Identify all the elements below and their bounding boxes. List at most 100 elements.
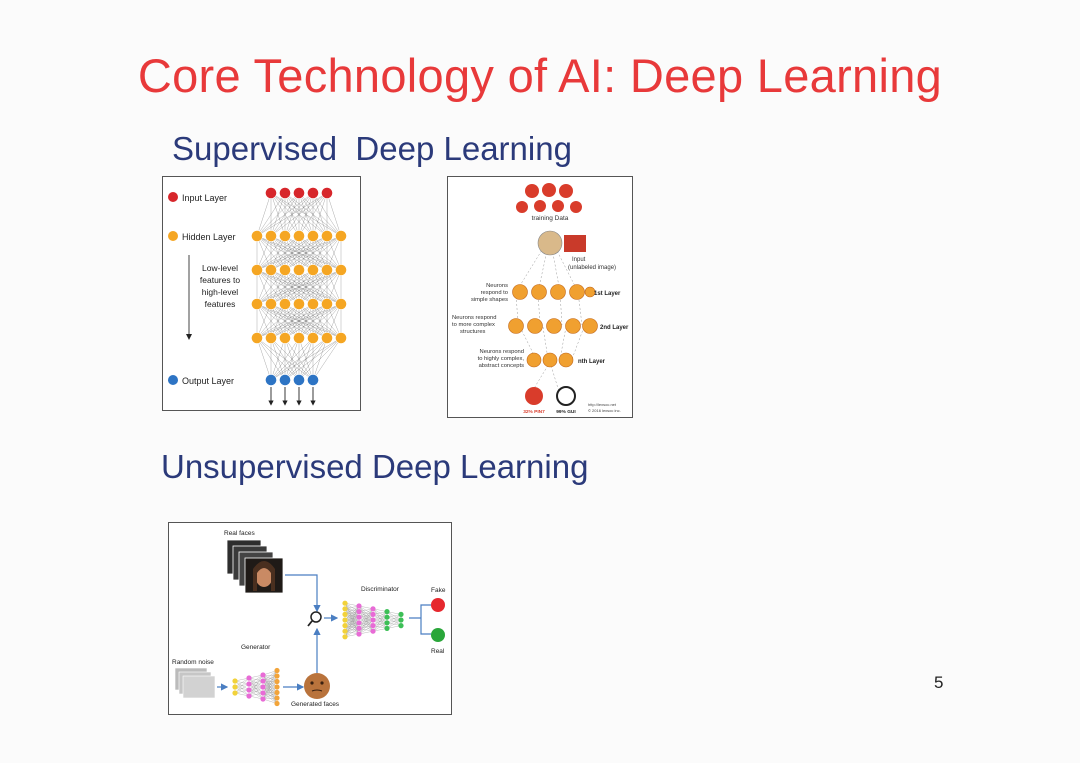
discnet-node (384, 620, 390, 626)
training-icon-7 (570, 201, 582, 213)
network-edge (256, 235, 272, 271)
discnet-edge (358, 614, 374, 635)
slide-title: Core Technology of AI: Deep Learning (137, 49, 943, 102)
network-node (335, 298, 347, 310)
network-diagram-svg: Input Layer Hidden Layer Low-level featu… (168, 187, 347, 406)
network-node (293, 264, 305, 276)
discnet-edge (344, 605, 360, 632)
result-icon-2 (556, 386, 576, 406)
network-node (251, 332, 263, 344)
discnet-edge (358, 608, 374, 623)
gennet-node (260, 678, 266, 684)
network-diagram: Input Layer Hidden Layer Low-level featu… (162, 176, 361, 411)
magnifier-icon (310, 611, 322, 623)
network-edge (284, 192, 328, 237)
discnet-edge (358, 625, 374, 635)
gennet-node (260, 672, 266, 678)
network-node (265, 264, 277, 276)
layer1-text-3: simple shapes (471, 297, 508, 303)
layer2-label: 2nd Layer (600, 325, 629, 331)
generated-face-mouth (311, 689, 323, 692)
input-label-1: Input (572, 257, 586, 263)
hidden-legend-dot (168, 231, 178, 241)
layer2-text-1: Neurons respond (452, 315, 496, 321)
network-node (279, 230, 291, 242)
discnet-node (384, 609, 390, 615)
network-node (307, 187, 319, 199)
network-node (293, 332, 305, 344)
discnet-edge (386, 614, 402, 629)
cnn-diagram-svg: training Data Input (unlabeled image) Ne… (452, 183, 629, 415)
random-noise-label: Random noise (172, 659, 214, 666)
gennet-node (274, 673, 280, 679)
network-edge (256, 337, 272, 381)
gan-diagram-svg: Real faces Discriminator Fake Real Gener… (172, 530, 446, 708)
gennet-edge (262, 692, 278, 704)
network-edge (270, 235, 342, 271)
discnet-node (342, 611, 348, 617)
discnet-edge (386, 614, 402, 623)
gennet-edge (262, 670, 278, 688)
gennet-node (274, 700, 280, 707)
discnet-edge (344, 605, 360, 615)
network-edge (256, 303, 328, 339)
discnet-edge (344, 605, 360, 626)
gennet-node (246, 675, 252, 681)
network-node (321, 332, 333, 344)
network-edge (312, 337, 342, 381)
gennet-node (232, 684, 238, 690)
network-node (293, 187, 305, 199)
network-edge (270, 337, 286, 381)
network-edge (256, 235, 286, 271)
input-label-2: (unlabeled image) (568, 265, 616, 271)
gennet-edge (262, 675, 278, 700)
gennet-edge (262, 680, 278, 693)
discnet-node (342, 623, 348, 629)
discnet-edge (386, 619, 402, 629)
gennet-node (260, 684, 266, 690)
gennet-edge (262, 686, 278, 704)
network-node (279, 264, 291, 276)
layern-text-2: to highly complex, (478, 356, 525, 362)
gennet-edge (234, 683, 250, 694)
input-layer-label: Input Layer (182, 193, 227, 203)
network-edge (298, 337, 342, 381)
discnet-node (356, 614, 362, 620)
random-noise-stack (174, 667, 216, 699)
gennet-node (274, 695, 280, 701)
layer1-neurons (512, 284, 596, 300)
discnet-edge (372, 611, 388, 621)
discnet-node (356, 609, 362, 615)
network-node (279, 298, 291, 310)
output-arrows (268, 387, 316, 406)
input-neuron-icon (537, 230, 563, 256)
result-1-label: 32% PIN7 (523, 409, 545, 415)
discnet-edge (344, 611, 360, 637)
discnet-node (356, 625, 362, 631)
magnifier-handle (307, 620, 313, 627)
network-node (265, 298, 277, 310)
network-node (335, 264, 347, 276)
page-number: 5 (934, 673, 944, 692)
network-edge (256, 303, 314, 339)
network-edge (256, 303, 272, 339)
network-edge (256, 235, 328, 271)
network-node (335, 230, 347, 242)
network-edge (256, 269, 300, 305)
discnet-node (398, 623, 404, 629)
gan-diagram: Real faces Discriminator Fake Real Gener… (168, 522, 452, 715)
network-node (279, 374, 291, 386)
feature-text-2: features to (200, 275, 240, 285)
layern-text-1: Neurons respond (480, 349, 524, 355)
output-layer-label: Output Layer (182, 376, 234, 386)
discnet-edge (344, 628, 360, 637)
gennet-edge (262, 680, 278, 704)
input-legend-dot (168, 192, 178, 202)
network-node (251, 298, 263, 310)
discnet-edge (372, 611, 388, 626)
layer2-text-2: to more complex (452, 322, 495, 328)
credit-2: © 2016 lexsoc inc. (588, 408, 621, 413)
network-edge (270, 192, 328, 237)
network-node (307, 298, 319, 310)
network-node (293, 230, 305, 242)
